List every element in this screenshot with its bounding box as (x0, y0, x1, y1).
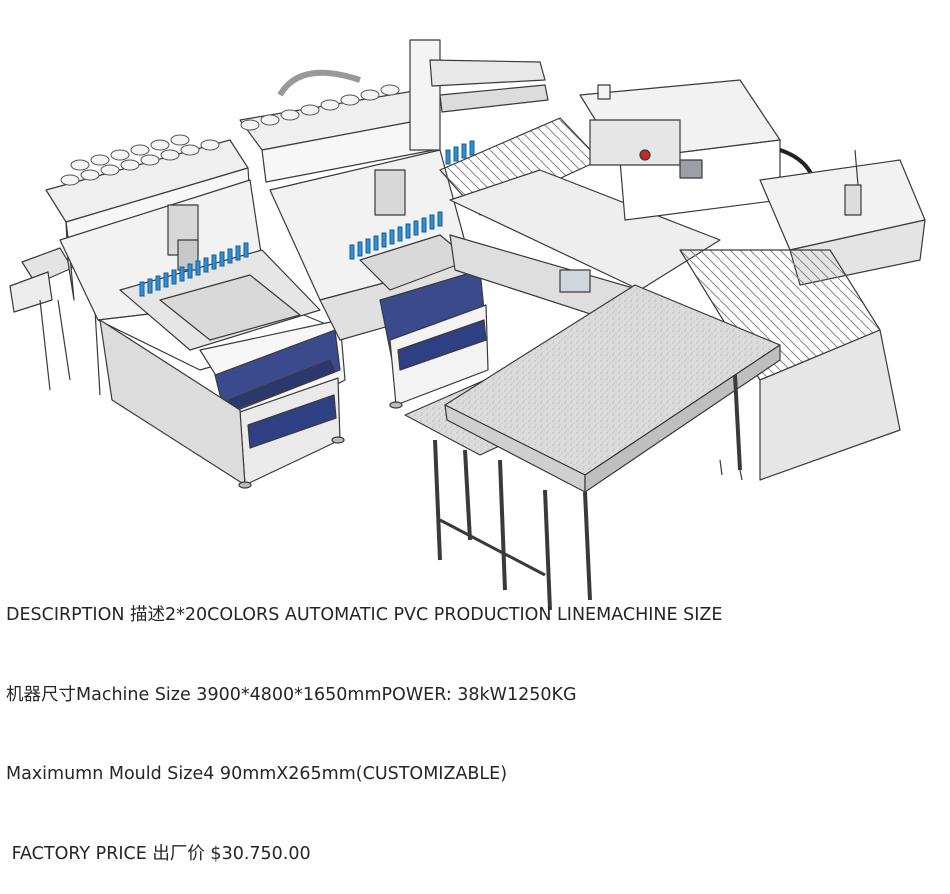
product-caption: DESCIRPTION 描述2*20COLORS AUTOMATIC PVC P… (6, 549, 722, 894)
caption-line-machine-size: 机器尺寸Machine Size 3900*4800*1650mmPOWER: … (6, 684, 577, 705)
caption-line-description: DESCIRPTION 描述2*20COLORS AUTOMATIC PVC P… (6, 605, 723, 625)
left-dispensing-machine (9, 139, 346, 489)
machine-illustration (9, 39, 926, 611)
caption-line-price: FACTORY PRICE 出厂价 $30.750.00 (6, 843, 311, 864)
middle-color-bottles (240, 84, 400, 131)
middle-nozzles (349, 140, 475, 260)
middle-dispensing-machine (239, 39, 549, 409)
caption-line-mould-size: Maximumn Mould Size4 90mmX265mm(CUSTOMIZ… (6, 764, 508, 784)
left-color-bottles (60, 134, 220, 186)
conveyor-and-oven (439, 79, 926, 481)
granite-work-table (404, 284, 781, 611)
left-nozzles (139, 242, 249, 297)
